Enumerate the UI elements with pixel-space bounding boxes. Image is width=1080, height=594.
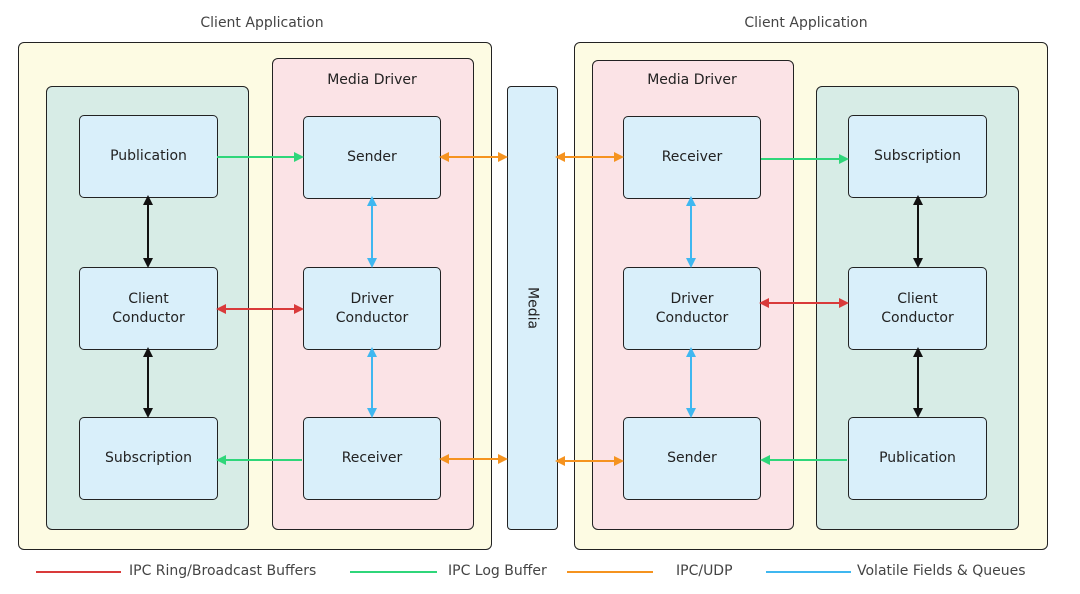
left-driver-title: Media Driver <box>327 72 417 88</box>
left-sender: Sender <box>303 116 441 199</box>
left-subscription: Subscription <box>79 417 218 500</box>
right-app-title: Client Application <box>744 15 868 31</box>
left-client-conductor: Client Conductor <box>79 267 218 350</box>
right-receiver: Receiver <box>623 116 761 199</box>
right-driver-title: Media Driver <box>647 72 737 88</box>
left-receiver: Receiver <box>303 417 441 500</box>
right-subscription: Subscription <box>848 115 987 198</box>
legend-label-ipc-log: IPC Log Buffer <box>448 563 547 579</box>
legend-label-ipc-ring: IPC Ring/Broadcast Buffers <box>129 563 317 579</box>
right-driver-conductor: Driver Conductor <box>623 267 761 350</box>
legend-label-volatile: Volatile Fields & Queues <box>857 563 1026 579</box>
right-publication: Publication <box>848 417 987 500</box>
media-channel: Media <box>507 86 558 530</box>
left-app-title: Client Application <box>200 15 324 31</box>
legend-label-ipc-udp: IPC/UDP <box>676 563 733 579</box>
right-client-conductor: Client Conductor <box>848 267 987 350</box>
